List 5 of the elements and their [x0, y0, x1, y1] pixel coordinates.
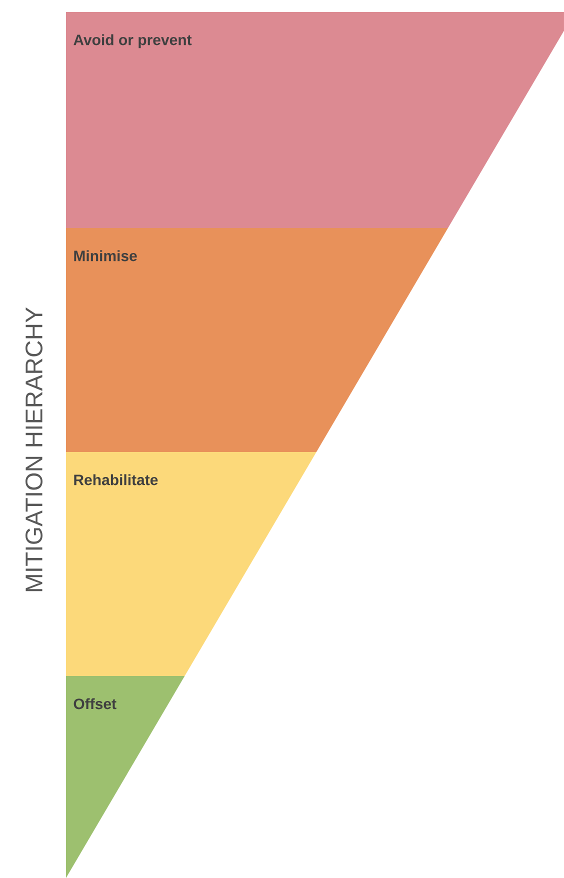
hierarchy-band: Minimise — [66, 228, 448, 452]
axis-label: MITIGATION HIERARCHY — [26, 307, 42, 592]
hierarchy-band: Avoid or prevent — [66, 12, 564, 228]
hierarchy-band: Rehabilitate — [66, 452, 316, 676]
hierarchy-band: Offset — [66, 676, 185, 878]
